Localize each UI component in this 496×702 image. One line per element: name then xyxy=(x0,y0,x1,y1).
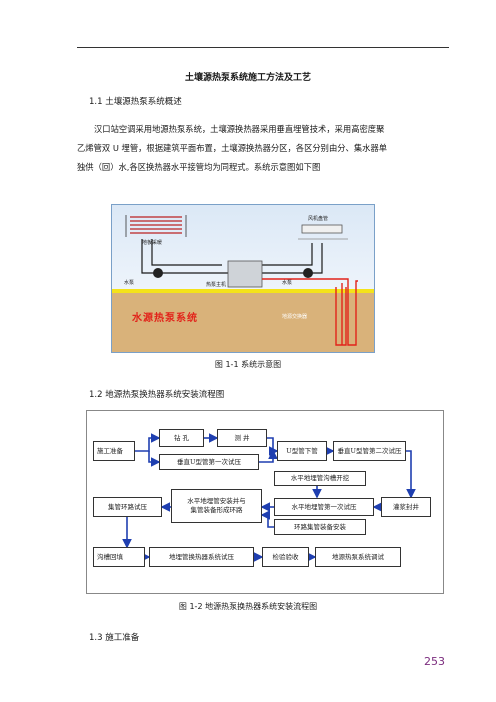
flow-step-grout-seal: 灌浆封井 xyxy=(381,497,431,517)
flow-step-u-tube-install: U型管下管 xyxy=(277,441,327,461)
flow-step-header-test: 集管环路试压 xyxy=(93,497,162,517)
flow-step-inspection: 检验验收 xyxy=(262,547,309,567)
flow-step-horizontal-first-test: 水平地埋管第一次试压 xyxy=(274,498,374,516)
overview-paragraph: 汉口站空调采用地源热泵系统，土壤源换热器采用垂直埋管技术，采用高密度聚 乙烯管双… xyxy=(77,120,449,177)
section-heading-1-1: 1.1 土壤源热泵系统概述 xyxy=(89,97,182,107)
label-pump-right: 水泵 xyxy=(282,280,293,286)
flow-step-drill: 钻 孔 xyxy=(159,429,204,447)
paragraph-line-3: 独供（回）水,各区换热器水平接管均为同程式。系统示意图如下图 xyxy=(77,162,321,172)
figure-1-2-caption: 图 1-2 地源热泵换热器系统安装流程图 xyxy=(178,602,318,611)
schematic-piping-drawing xyxy=(125,215,358,346)
label-system-banner: 水源热泵系统 xyxy=(132,313,198,324)
label-pump-left: 水泵 xyxy=(124,280,135,286)
flow-step-u-tube-first-test: 垂直U型管第一次试压 xyxy=(159,454,259,470)
label-heat-pump-unit: 热泵主机 xyxy=(206,282,227,288)
schematic-soil-area xyxy=(112,291,374,352)
flow-step-u-tube-second-test: 垂直U型管第二次试压 xyxy=(333,441,406,461)
label-ground-exchanger: 地源交换器 xyxy=(282,314,308,320)
section-heading-1-2: 1.2 地源热泵换热器系统安装流程图 xyxy=(89,390,225,400)
flowchart-arrows xyxy=(122,433,416,562)
header-rule xyxy=(77,47,449,48)
flow-step-system-pressure-test: 地埋管换热器系统试压 xyxy=(149,547,254,567)
section-heading-1-3: 1.3 施工准备 xyxy=(89,633,140,643)
flow-step-system-debug: 地源热泵系统调试 xyxy=(315,547,401,567)
flow-step-header-install: 环路集管装备安装 xyxy=(274,519,366,535)
flow-step-horizontal-install: 水平地埋管安装并与 集管装备形成环路 xyxy=(171,489,262,523)
page-number: 253 xyxy=(424,655,445,668)
flow-step-trench-backfill: 沟槽回填 xyxy=(93,547,145,567)
page-title: 土壤源热泵系统施工方法及工艺 xyxy=(184,73,311,83)
label-radiant-floor: 地板采暖 xyxy=(142,240,163,246)
flow-step-trench-excavation: 水平地埋管沟槽开挖 xyxy=(274,471,366,486)
schematic-ground-line xyxy=(112,289,374,293)
paragraph-line-1: 汉口站空调采用地源热泵系统，土壤源换热器采用垂直埋管技术，采用高密度聚 xyxy=(94,124,385,134)
label-fan-coil: 风机盘管 xyxy=(308,216,329,222)
figure-1-1-caption: 图 1-1 系统示意图 xyxy=(214,360,282,369)
system-schematic-figure: 地板采暖 风机盘管 水泵 热泵主机 水泵 水源热泵系统 地源交换器 xyxy=(111,204,375,353)
paragraph-line-2: 乙烯管双 U 埋管，根据建筑平面布置，土壤源换热器分区，各区分别由分、集水器单 xyxy=(77,143,388,153)
flow-step-prep: 施工准备 xyxy=(93,441,135,461)
flow-step-well-test: 测 井 xyxy=(217,429,267,447)
installation-flowchart: 施工准备 钻 孔 测 井 垂直U型管第一次试压 U型管下管 垂直U型管第二次试压… xyxy=(86,410,444,594)
